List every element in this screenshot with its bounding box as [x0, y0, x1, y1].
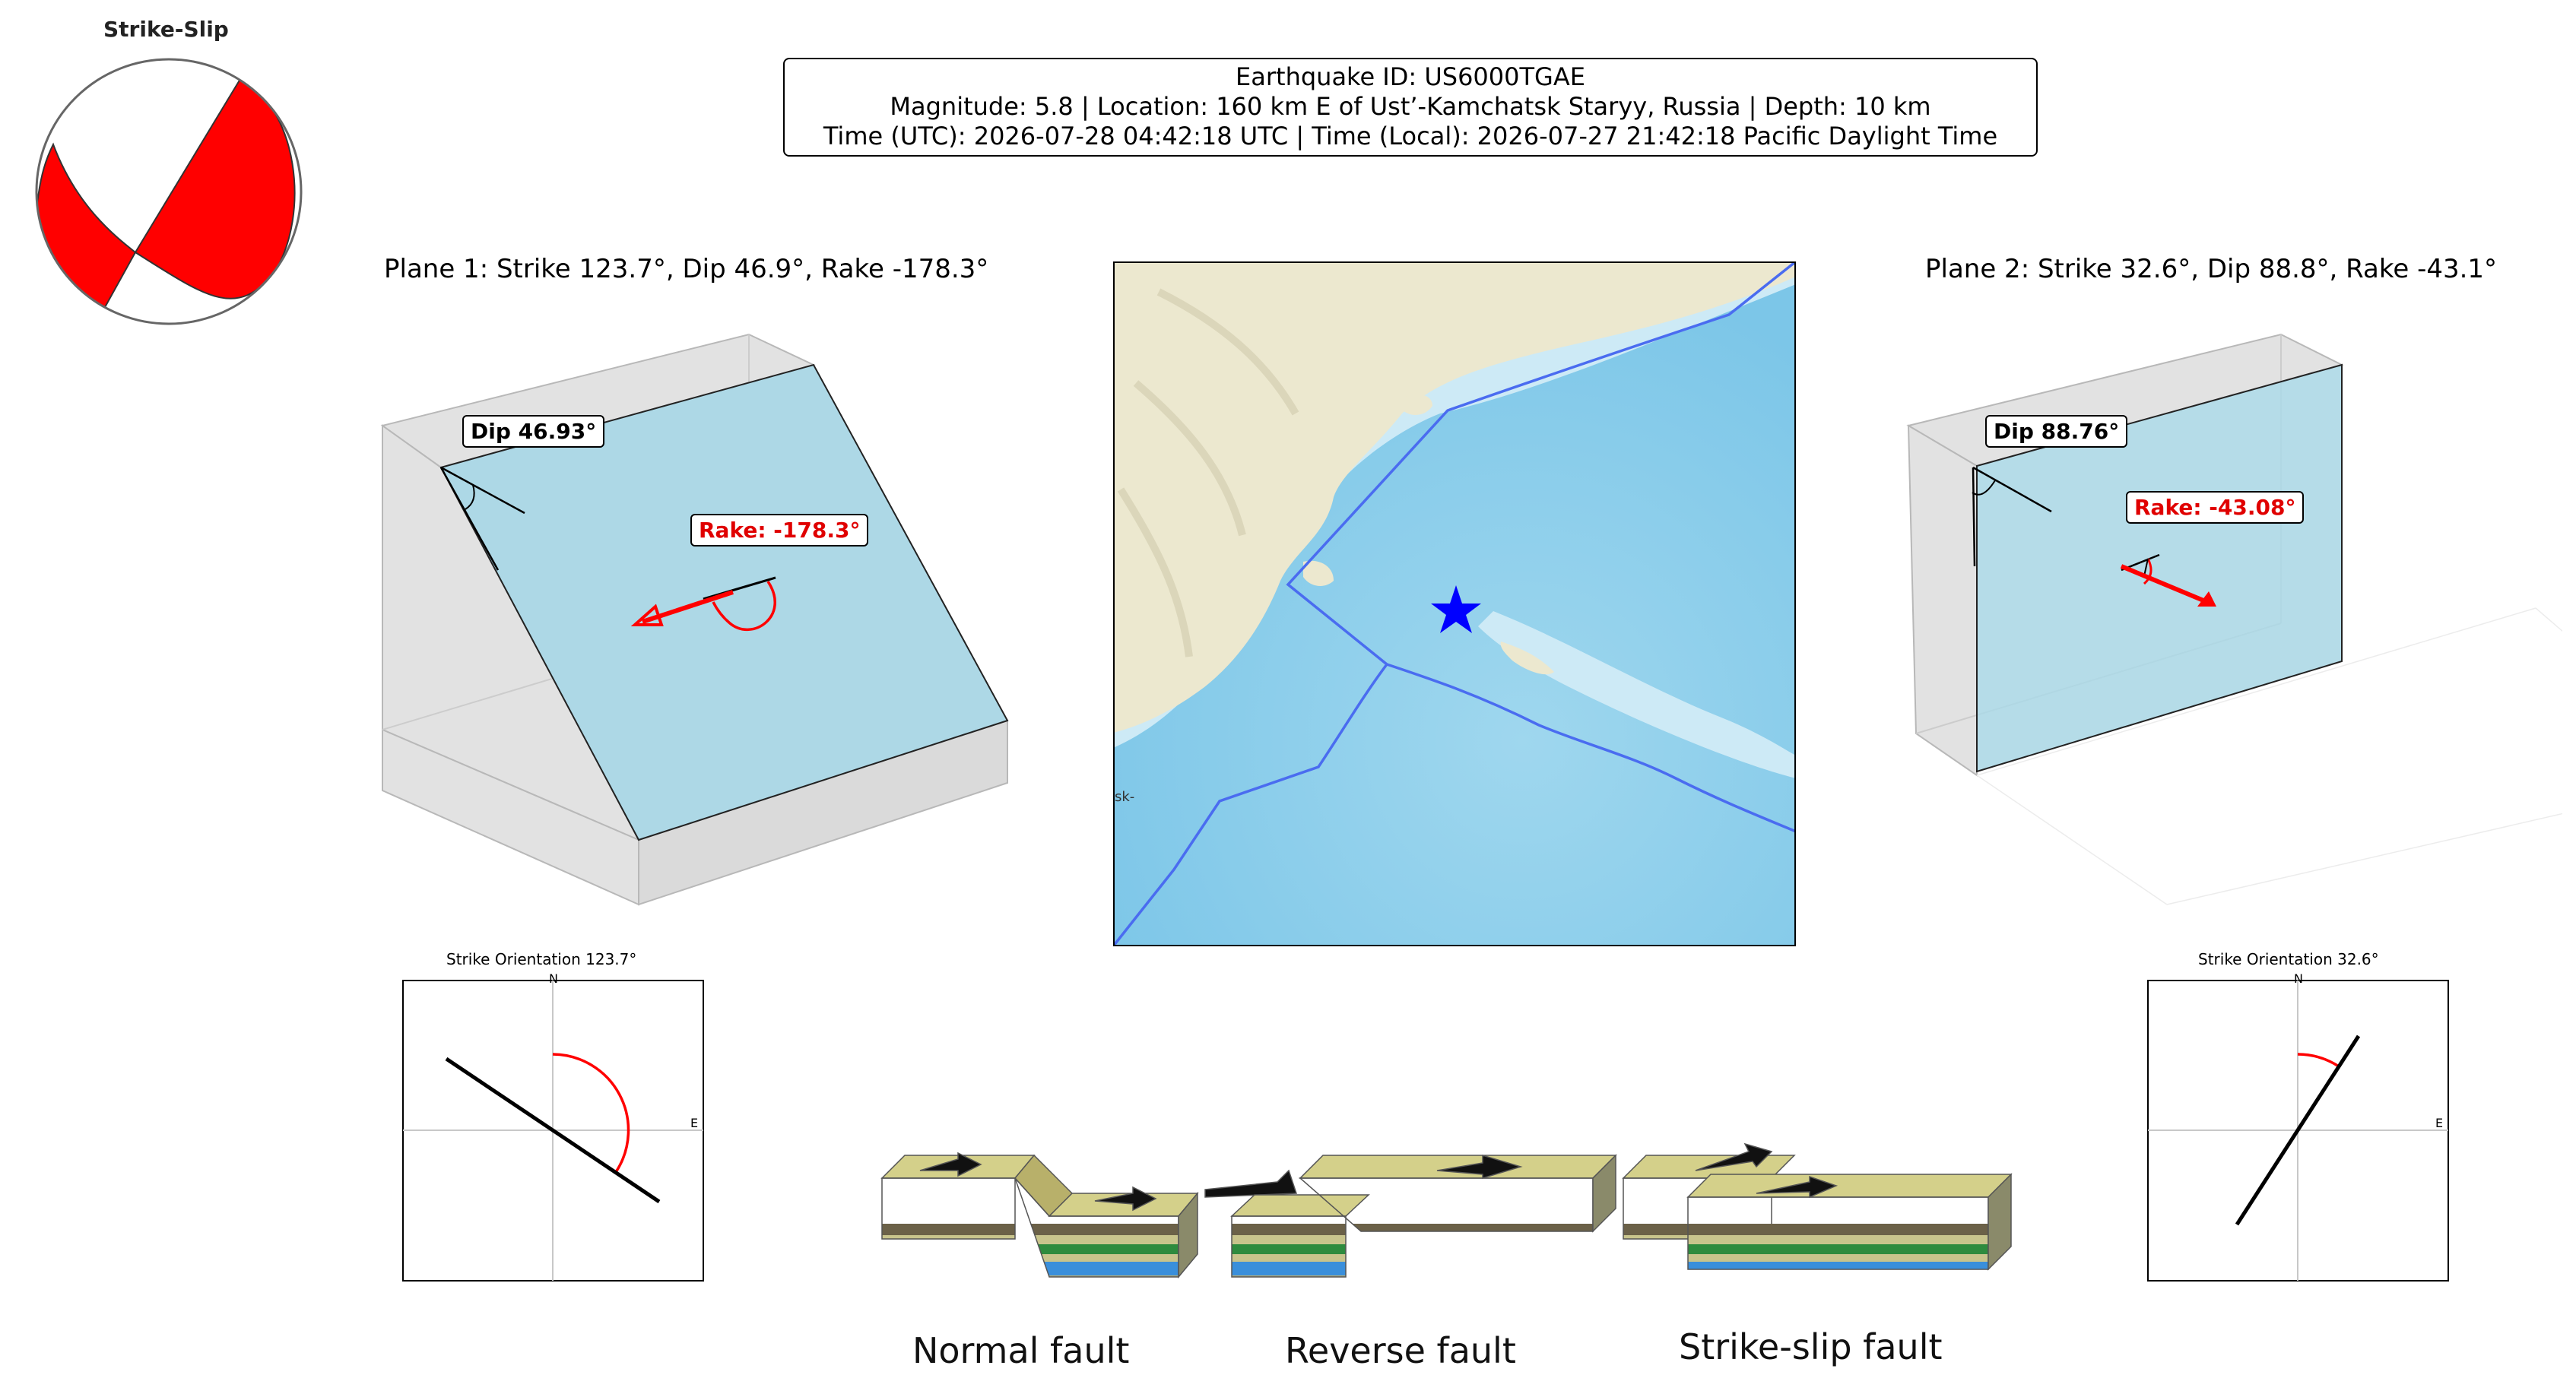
plane2-3d-block — [1906, 333, 2562, 905]
plane2-fault-plane — [1976, 363, 2343, 773]
plate-boundary-aleutian — [1386, 663, 1796, 833]
earthquake-id: Earthquake ID: US6000TGAE — [1236, 62, 1585, 91]
earthquake-time: Time (UTC): 2026-07-28 04:42:18 UTC | Ti… — [823, 122, 1998, 150]
map-edge-label: sk- — [1115, 789, 1134, 805]
plane2-dip-label: Dip 88.76° — [1985, 415, 2128, 448]
plane1-fault-plane — [439, 363, 1009, 841]
plane2-compass-east: E — [2435, 1116, 2443, 1130]
plane1-rake-label: Rake: -178.3° — [690, 514, 869, 547]
plane2-compass-title: Strike Orientation 32.6° — [2198, 950, 2379, 968]
earthquake-info-box: Earthquake ID: US6000TGAE Magnitude: 5.8… — [783, 58, 2038, 157]
epicenter-map: sk- — [1113, 261, 1796, 946]
plane1-strike-compass: N E — [402, 973, 704, 1282]
plane1-3d-block — [380, 333, 1009, 906]
plane2-title: Plane 2: Strike 32.6°, Dip 88.8°, Rake -… — [1925, 254, 2498, 284]
map-island-commander — [1500, 642, 1554, 675]
beachball-diagram — [35, 58, 303, 325]
plane1-title: Plane 1: Strike 123.7°, Dip 46.9°, Rake … — [384, 254, 989, 284]
map-island — [1402, 394, 1432, 415]
plane2-strike-compass: N E — [2147, 973, 2449, 1282]
plane1-dip-label: Dip 46.93° — [462, 415, 605, 448]
reverse-fault-block — [1204, 1154, 1617, 1278]
normal-fault-block — [880, 1152, 1199, 1279]
earthquake-location: Magnitude: 5.8 | Location: 160 km E of U… — [890, 92, 1931, 121]
plane1-compass-title: Strike Orientation 123.7° — [446, 950, 637, 968]
epicenter-star-icon — [1431, 585, 1481, 633]
strike-slip-fault-block — [1622, 1142, 2013, 1271]
fault-types-illustration — [880, 1142, 2013, 1279]
plate-boundary-trench — [1113, 663, 1388, 946]
plane1-compass-north: N — [549, 973, 558, 986]
reverse-fault-label: Reverse fault — [1285, 1330, 1516, 1371]
strike-slip-fault-label: Strike-slip fault — [1679, 1326, 1943, 1367]
normal-fault-label: Normal fault — [912, 1330, 1130, 1371]
plane2-compass-north: N — [2294, 973, 2303, 986]
map-land-kamchatka — [1113, 261, 1796, 733]
plane1-compass-east: E — [690, 1116, 698, 1130]
beachball-title: Strike-Slip — [103, 17, 229, 42]
plane2-rake-label: Rake: -43.08° — [2126, 491, 2305, 524]
plate-boundary-north — [1286, 261, 1796, 666]
